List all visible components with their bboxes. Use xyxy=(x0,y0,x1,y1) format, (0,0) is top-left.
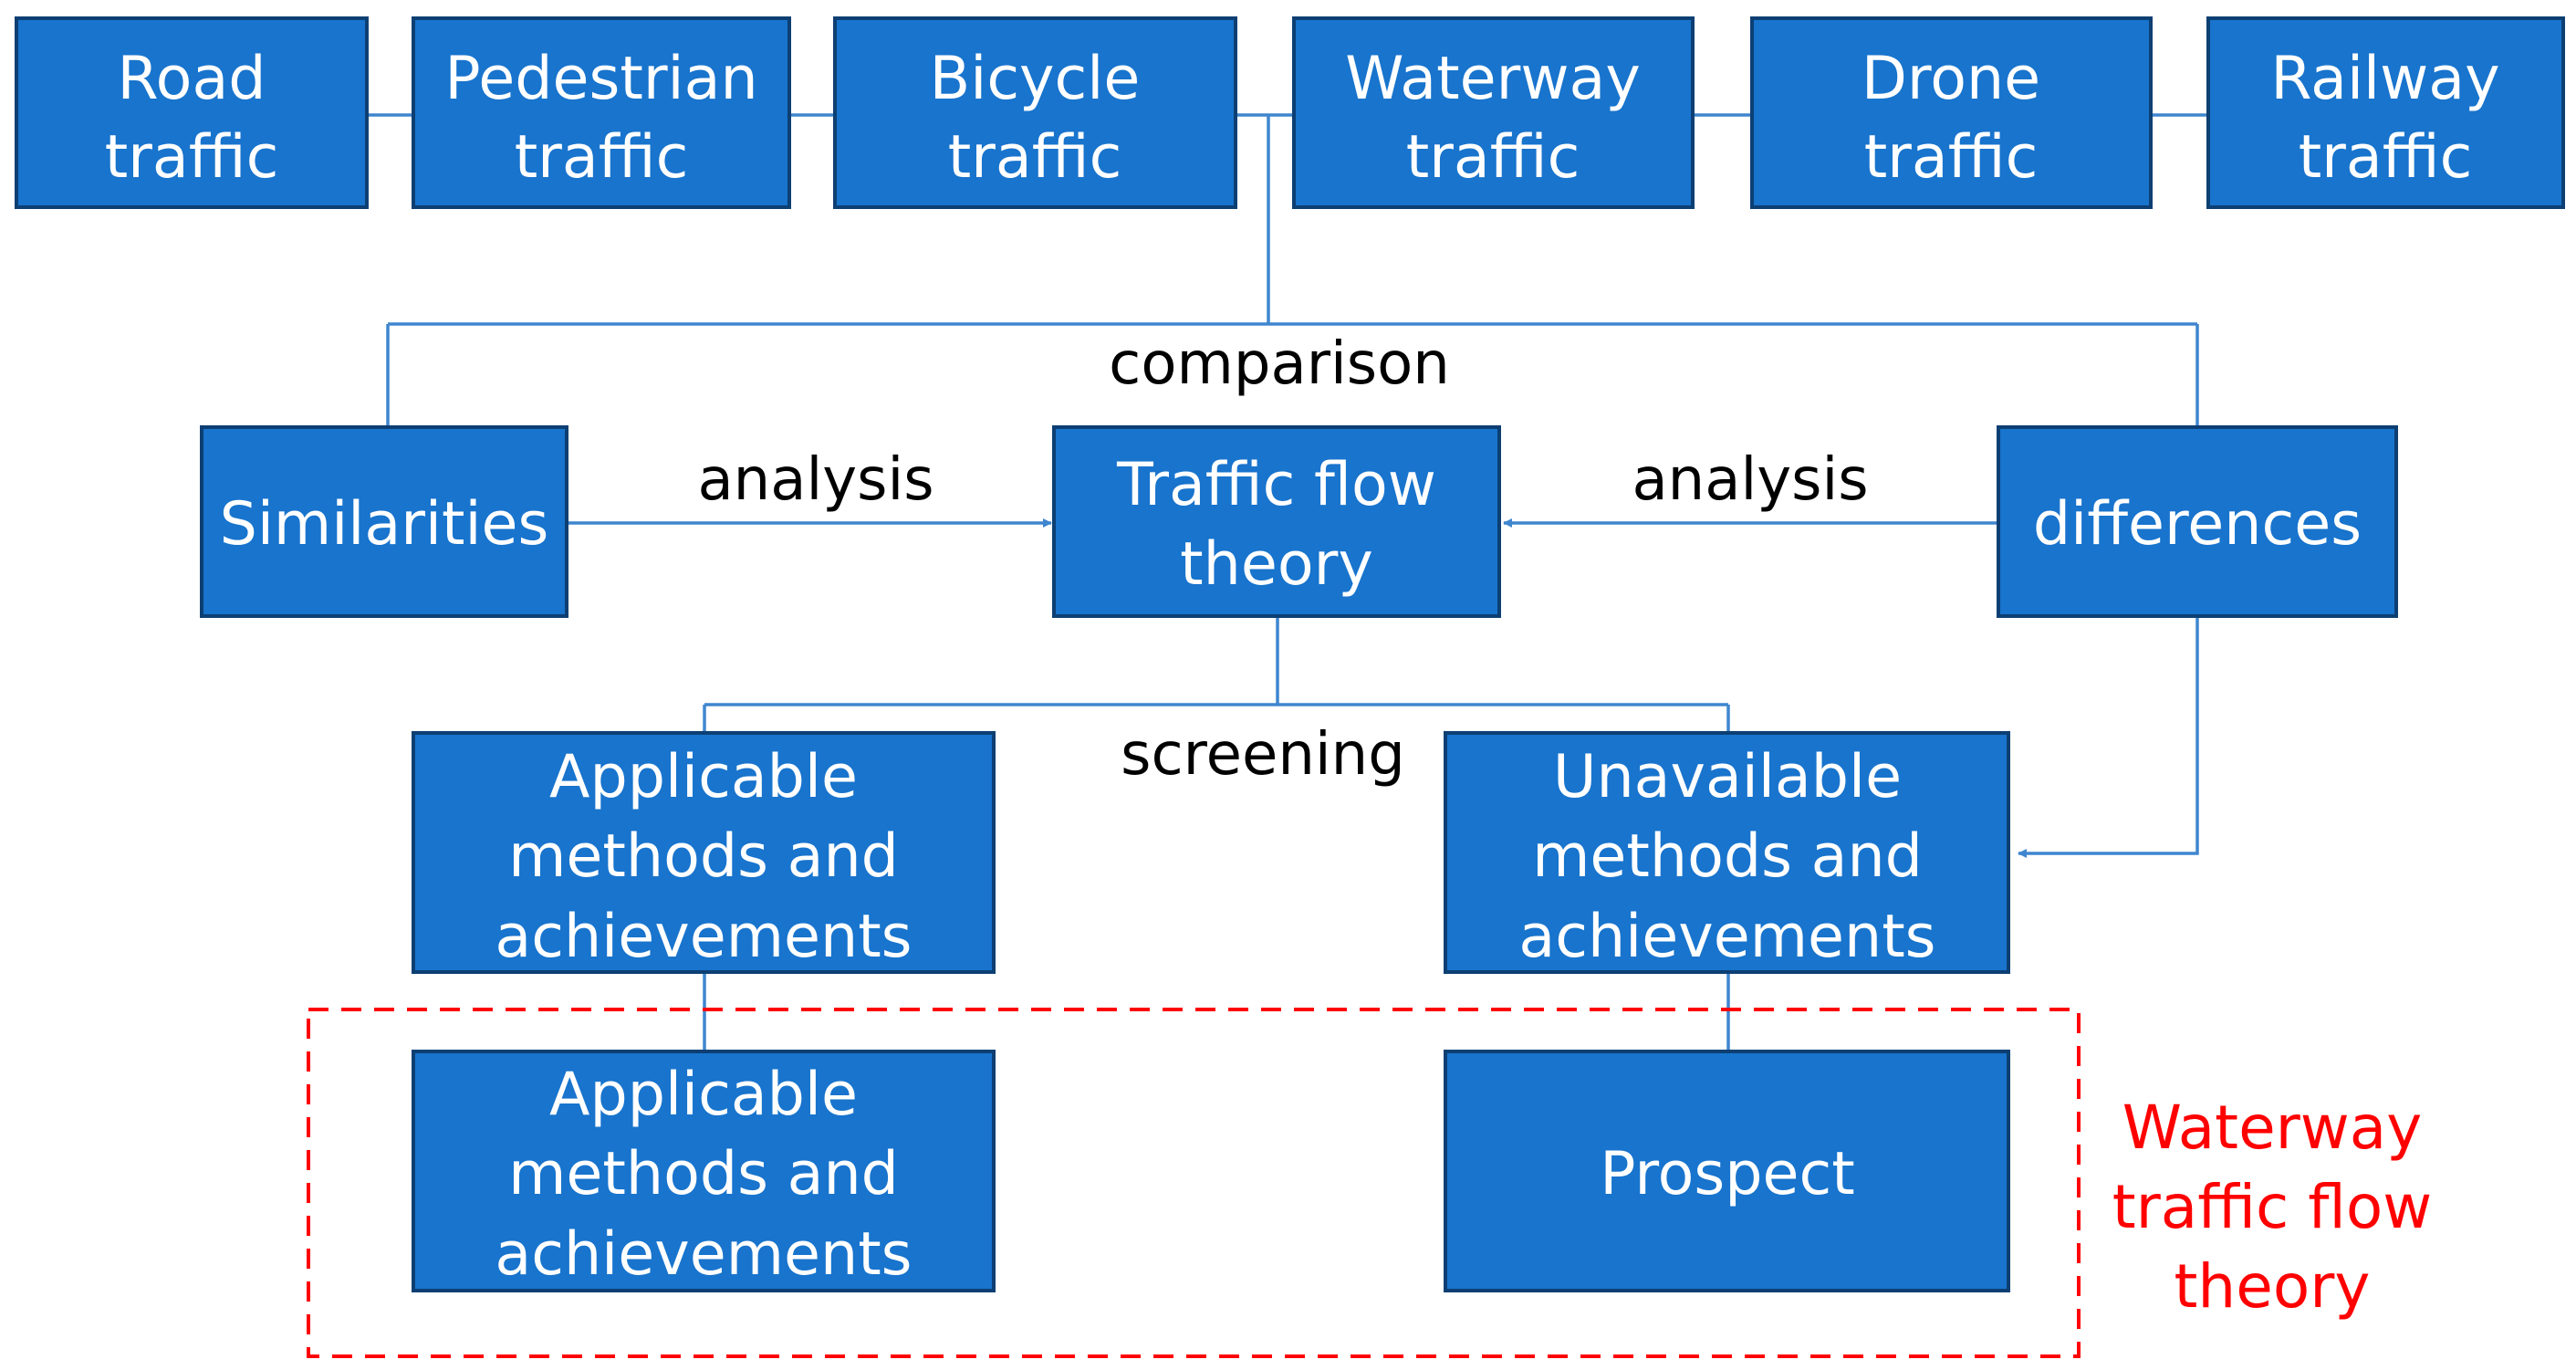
node-traffic-flow-theory-line1: Traffic flow xyxy=(1116,451,1436,519)
node-applicable-methods-waterway-line3: achievements xyxy=(495,1220,912,1289)
node-road-traffic-line2: traffic xyxy=(105,123,279,192)
arrow-differences-to-unavailable xyxy=(2018,616,2199,858)
node-pedestrian-traffic-line2: traffic xyxy=(515,123,689,192)
node-drone-traffic: Drone traffic xyxy=(1750,16,2153,209)
node-prospect-label: Prospect xyxy=(1600,1140,1854,1208)
waterway-theory-group-label: Waterway traffic flow theory xyxy=(2112,1093,2432,1322)
node-applicable-methods-waterway-line2: methods and xyxy=(508,1140,899,1208)
node-pedestrian-traffic: Pedestrian traffic xyxy=(412,16,791,209)
node-applicable-methods-line3: achievements xyxy=(495,903,912,971)
node-differences: differences xyxy=(1997,425,2398,618)
node-similarities: Similarities xyxy=(200,425,568,618)
node-unavailable-methods: Unavailable methods and achievements xyxy=(1444,731,2010,974)
node-bicycle-traffic: Bicycle traffic xyxy=(833,16,1237,209)
node-traffic-flow-theory-line2: theory xyxy=(1180,530,1373,599)
analysis-label-left: analysis xyxy=(697,446,933,514)
node-waterway-traffic-line1: Waterway xyxy=(1345,45,1641,113)
node-drone-traffic-line2: traffic xyxy=(1864,123,2039,192)
node-railway-traffic-line2: traffic xyxy=(2299,123,2473,192)
node-differences-label: differences xyxy=(2033,490,2362,559)
analysis-label-right: analysis xyxy=(1632,446,1868,514)
node-applicable-methods: Applicable methods and achievements xyxy=(412,731,996,974)
node-waterway-traffic: Waterway traffic xyxy=(1292,16,1695,209)
node-applicable-methods-line2: methods and xyxy=(508,822,899,891)
node-unavailable-methods-line1: Unavailable xyxy=(1553,743,1902,811)
node-traffic-flow-theory: Traffic flow theory xyxy=(1052,425,1501,618)
node-railway-traffic-line1: Railway xyxy=(2270,45,2499,113)
node-waterway-traffic-line2: traffic xyxy=(1406,123,1580,192)
node-prospect: Prospect xyxy=(1444,1050,2010,1292)
node-applicable-methods-waterway-line1: Applicable xyxy=(549,1061,858,1129)
node-unavailable-methods-line2: methods and xyxy=(1532,822,1923,891)
screening-label: screening xyxy=(1121,721,1405,789)
group-label-line2: traffic flow xyxy=(2112,1172,2432,1242)
node-pedestrian-traffic-line1: Pedestrian xyxy=(444,45,757,113)
node-road-traffic-line1: Road xyxy=(117,45,266,113)
comparison-label: comparison xyxy=(1109,330,1450,398)
node-applicable-methods-line1: Applicable xyxy=(549,743,858,811)
node-drone-traffic-line1: Drone xyxy=(1862,45,2040,113)
waterway-theory-group-border xyxy=(307,1008,2081,1358)
node-bicycle-traffic-line2: traffic xyxy=(948,123,1122,192)
node-road-traffic: Road traffic xyxy=(15,16,369,209)
group-label-line1: Waterway xyxy=(2122,1093,2423,1163)
node-unavailable-methods-line3: achievements xyxy=(1518,903,1935,971)
node-similarities-label: Similarities xyxy=(220,490,549,559)
node-applicable-methods-waterway: Applicable methods and achievements xyxy=(412,1050,996,1292)
group-label-line3: theory xyxy=(2174,1251,2371,1322)
node-bicycle-traffic-line1: Bicycle xyxy=(930,45,1141,113)
node-railway-traffic: Railway traffic xyxy=(2206,16,2565,209)
